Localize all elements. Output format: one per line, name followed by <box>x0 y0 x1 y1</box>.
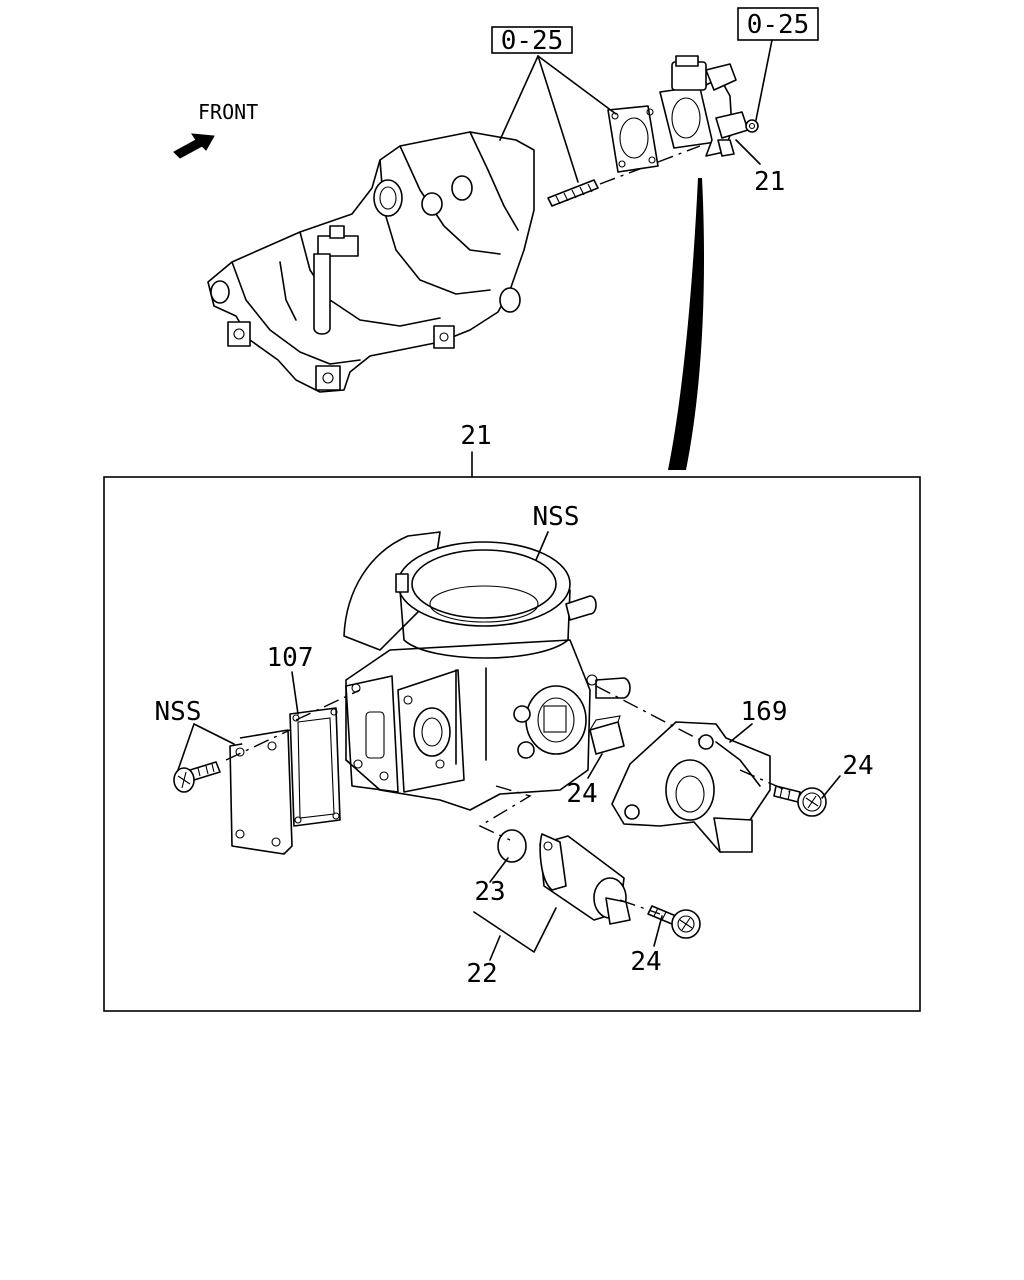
gasket-plate <box>289 707 341 827</box>
o-ring <box>497 829 527 863</box>
detail-connector <box>668 178 705 470</box>
throttle-position-sensor <box>611 721 771 853</box>
ref-box-gasket <box>491 26 573 54</box>
leaders-top <box>499 39 773 183</box>
callout-throttle-top: 21 <box>754 167 785 197</box>
idle-air-control-valve <box>539 833 631 925</box>
leaders-detail <box>177 531 841 961</box>
callout-ref-gasket: 0-25 <box>501 26 564 56</box>
stud-bolt <box>547 179 599 207</box>
intake-manifold <box>207 131 535 393</box>
assembly-lines <box>225 685 791 915</box>
callout-inlet-ring: NSS <box>533 502 580 532</box>
screw-valve <box>647 905 701 939</box>
throttle-body-detail <box>343 531 631 811</box>
callout-screw-valve: 24 <box>630 947 661 977</box>
callout-sensor: 169 <box>741 697 788 727</box>
ref-box-nut <box>737 7 819 41</box>
screw-left <box>173 761 221 793</box>
callout-cover-screw: NSS <box>155 697 202 727</box>
detail-box <box>103 476 921 1012</box>
callout-ref-nut: 0-25 <box>747 10 810 40</box>
callout-screw-sensor: 24 <box>842 751 873 781</box>
callout-detail-box: 21 <box>460 421 491 451</box>
callout-square-seal: 24 <box>566 779 597 809</box>
callout-o-ring: 23 <box>474 877 505 907</box>
front-label: FRONT <box>198 100 258 124</box>
callout-gasket-plate: 107 <box>267 643 314 673</box>
throttle-gasket <box>607 105 659 173</box>
cover-plate <box>229 729 293 855</box>
square-seal <box>589 715 625 755</box>
front-arrow-icon <box>173 133 215 159</box>
callout-iac-assembly: 22 <box>466 959 497 989</box>
screw-sensor <box>773 785 827 817</box>
throttle-body-small <box>659 55 759 157</box>
